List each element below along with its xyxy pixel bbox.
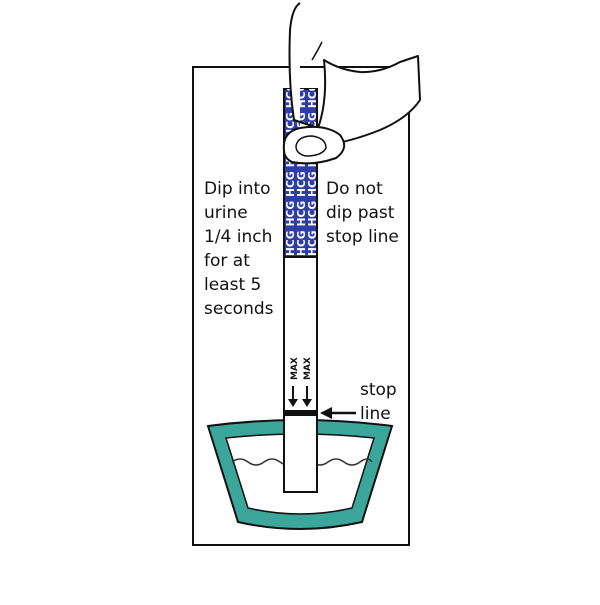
left-instruction: Dip into urine 1/4 inch for at least 5 s… bbox=[204, 179, 278, 319]
left-instruction-line-1: Dip into bbox=[204, 179, 271, 199]
hand-illustration bbox=[282, 2, 421, 165]
finger-crease bbox=[311, 41, 323, 61]
stop-line-label-line-2: line bbox=[360, 404, 391, 424]
stop-line-arrow bbox=[320, 407, 356, 419]
stop-line-label-line-1: stop bbox=[360, 380, 397, 400]
right-instruction: Do not dip past stop line bbox=[326, 179, 400, 247]
stop-line bbox=[284, 410, 317, 416]
left-instruction-line-6: seconds bbox=[204, 299, 274, 319]
left-instruction-line-5: least 5 bbox=[204, 275, 261, 295]
stop-line-label: stop line bbox=[360, 380, 402, 424]
right-instruction-line-2: dip past bbox=[326, 203, 395, 223]
max-label-2: MAX bbox=[303, 357, 313, 380]
right-instruction-line-3: stop line bbox=[326, 227, 399, 247]
left-instruction-line-4: for at bbox=[204, 251, 250, 271]
max-label-1: MAX bbox=[290, 357, 300, 380]
strip-label-band bbox=[283, 88, 318, 258]
right-instruction-line-1: Do not bbox=[326, 179, 383, 199]
thumbnail bbox=[295, 135, 327, 157]
down-arrow-left bbox=[288, 386, 298, 407]
left-instruction-line-2: urine bbox=[204, 203, 248, 223]
hcg-text-row-3: HCG HCG HCG HCG HCG HCG HCG HCG bbox=[307, 23, 319, 256]
hand-outline bbox=[288, 2, 421, 146]
down-arrow-right bbox=[302, 386, 312, 407]
left-instruction-line-3: 1/4 inch bbox=[204, 227, 272, 247]
